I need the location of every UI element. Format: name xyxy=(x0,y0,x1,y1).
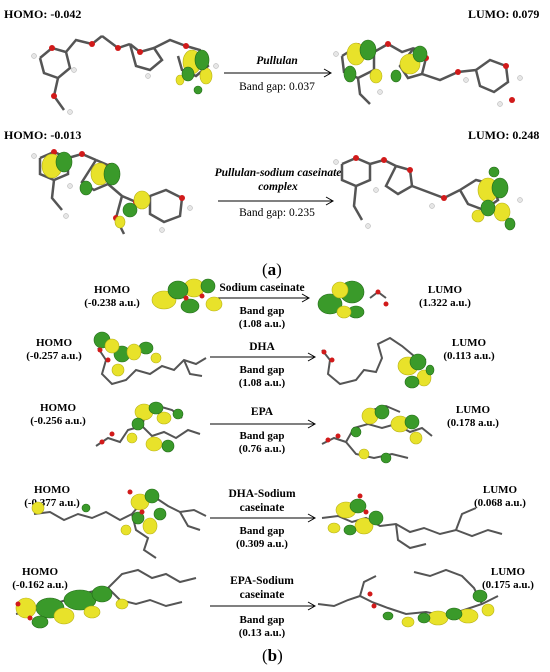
homo-label-dha: HOMO(-0.257 a.u.) xyxy=(26,337,82,362)
reaction-arrow xyxy=(214,293,311,303)
lumo-label-complex: LUMO: 0.248 xyxy=(468,128,540,142)
band-gap-complex: Band gap: 0.235 xyxy=(239,207,315,219)
molecule-lumo-epa xyxy=(321,404,433,464)
compound-label-epa-sodium-caseinate: EPA-Sodium caseinate xyxy=(230,575,294,601)
reaction-arrow xyxy=(218,196,335,206)
lumo-label-dha: LUMO(0.113 a.u.) xyxy=(443,337,495,362)
homo-label-complex: HOMO: -0.013 xyxy=(4,128,82,142)
molecule-homo-epa xyxy=(95,401,201,453)
molecule-lumo-dha-sodium-caseinate xyxy=(321,493,503,550)
reaction-arrow xyxy=(210,513,317,523)
molecule-lumo-complex xyxy=(333,155,523,231)
reaction-arrow xyxy=(210,601,317,611)
molecule-homo-complex xyxy=(31,149,193,235)
molecule-homo-dha-sodium-caseinate xyxy=(31,488,207,559)
molecule-homo-dha xyxy=(93,331,207,386)
compound-label-complex: Pullulan-sodium caseinate complex xyxy=(214,167,342,193)
homo-label-pullulan: HOMO: -0.042 xyxy=(4,7,82,21)
lumo-label-dha-sodium-caseinate: LUMO(0.068 a.u.) xyxy=(474,484,526,509)
molecule-lumo-dha xyxy=(321,336,435,389)
homo-label-epa: HOMO(-0.256 a.u.) xyxy=(30,402,86,427)
molecule-homo-pullulan xyxy=(31,35,219,115)
band-gap-pullulan: Band gap: 0.037 xyxy=(239,81,315,93)
band-gap-dha: Band gap(1.08 a.u.) xyxy=(238,364,286,389)
homo-label-sodium-caseinate: HOMO(-0.238 a.u.) xyxy=(84,284,140,309)
molecule-homo-sodium-caseinate xyxy=(151,278,223,314)
band-gap-epa-sodium-caseinate: Band gap(0.13 a.u.) xyxy=(238,614,286,639)
compound-label-epa: EPA xyxy=(250,406,274,418)
compound-label-dha-sodium-caseinate: DHA-Sodium caseinate xyxy=(228,488,296,514)
compound-label-dha: DHA xyxy=(249,341,275,353)
molecule-lumo-epa-sodium-caseinate xyxy=(317,568,499,628)
lumo-label-epa-sodium-caseinate: LUMO(0.175 a.u.) xyxy=(482,566,534,591)
band-gap-dha-sodium-caseinate: Band gap(0.309 a.u.) xyxy=(236,525,288,550)
compound-label-sodium-caseinate: Sodium caseinate xyxy=(219,282,305,294)
panel-label-b: (b) xyxy=(262,646,283,665)
homo-label-epa-sodium-caseinate: HOMO(-0.162 a.u.) xyxy=(12,566,68,591)
reaction-arrow xyxy=(210,352,317,362)
lumo-label-pullulan: LUMO: 0.079 xyxy=(468,7,540,21)
molecule-lumo-pullulan xyxy=(333,39,523,107)
compound-label-pullulan: Pullulan xyxy=(256,55,298,67)
band-gap-sodium-caseinate: Band gap(1.08 a.u.) xyxy=(238,305,286,330)
reaction-arrow xyxy=(224,68,333,78)
molecule-homo-epa-sodium-caseinate xyxy=(15,568,197,629)
panel-label-a: (a) xyxy=(262,260,282,279)
reaction-arrow xyxy=(210,419,317,429)
band-gap-epa: Band gap(0.76 a.u.) xyxy=(238,430,286,455)
lumo-label-epa: LUMO(0.178 a.u.) xyxy=(447,404,499,429)
lumo-label-sodium-caseinate: LUMO(1.322 a.u.) xyxy=(419,284,471,309)
molecule-lumo-sodium-caseinate xyxy=(317,280,389,319)
